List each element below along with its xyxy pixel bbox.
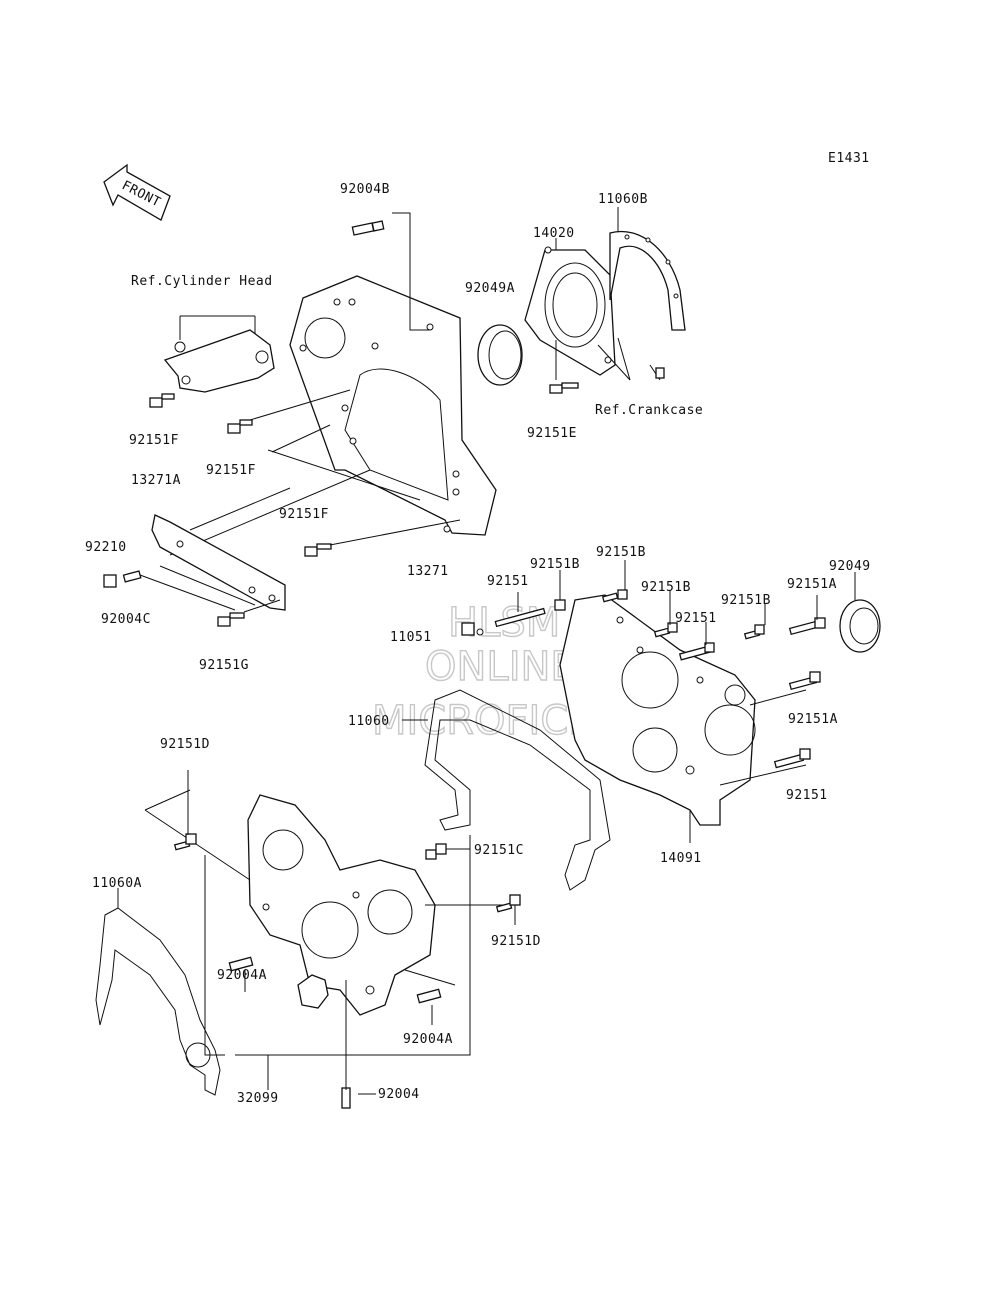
- gasket-11060: [424, 689, 611, 891]
- label-92004c: 92004C: [101, 612, 151, 627]
- oil-seal-92049a-icon: [477, 324, 523, 386]
- label-92210: 92210: [85, 540, 127, 555]
- label-13271: 13271: [407, 564, 449, 579]
- ref-cylinder-head-label: Ref.Cylinder Head: [131, 274, 273, 289]
- label-92151e: 92151E: [527, 426, 577, 441]
- bolt-92151g-icon: [217, 612, 245, 627]
- bolt-92151f-mid-icon: [227, 419, 253, 434]
- gasket-11060a: [95, 907, 221, 1096]
- stud-92004a-left-icon: [228, 956, 254, 972]
- clip-11051-icon: [461, 622, 484, 636]
- label-92151a-2: 92151A: [788, 712, 838, 727]
- label-92151f-mid: 92151F: [206, 463, 256, 478]
- bolt-92151d-bottom-icon: [495, 894, 521, 913]
- label-92151-3: 92151: [786, 788, 828, 803]
- bolt-92151f-left-icon: [149, 393, 175, 408]
- label-11051: 11051: [390, 630, 432, 645]
- label-92151g: 92151G: [199, 658, 249, 673]
- front-cover-32099: [247, 794, 436, 1016]
- label-92151f-lower: 92151F: [279, 507, 329, 522]
- front-arrow-icon: FRONT: [103, 163, 171, 221]
- label-92151d-bottom: 92151D: [491, 934, 541, 949]
- label-11060b: 11060B: [598, 192, 648, 207]
- oil-seal-92049-icon: [839, 599, 881, 653]
- label-92151b-3: 92151B: [641, 580, 691, 595]
- label-92004a-left: 92004A: [217, 968, 267, 983]
- label-32099: 32099: [237, 1091, 279, 1106]
- label-92151a-1: 92151A: [787, 577, 837, 592]
- gasket-11060b: [609, 230, 686, 331]
- diagram-code: E1431: [828, 151, 870, 166]
- label-92151b-2: 92151B: [530, 557, 580, 572]
- label-92151b-1: 92151B: [596, 545, 646, 560]
- nut-92210-icon: [103, 574, 117, 588]
- bolt-92151e-icon: [549, 382, 579, 394]
- gear-case-plate: [289, 275, 497, 536]
- label-ref-crankcase: Ref.Crankcase: [595, 403, 703, 418]
- gear-cover-14091: [559, 594, 756, 826]
- label-92004b: 92004B: [340, 182, 390, 197]
- label-92151f-left: 92151F: [129, 433, 179, 448]
- bracket-13271a: [151, 514, 286, 611]
- bolt-92151f-lower-icon: [304, 543, 332, 557]
- oil-pump-gear-icon: [297, 974, 329, 1009]
- label-92151d-top: 92151D: [160, 737, 210, 752]
- bolt-92151d-top-icon: [173, 833, 197, 851]
- watermark-line-2: ONLINE: [425, 644, 576, 690]
- label-13271a: 13271A: [131, 473, 181, 488]
- cylinder-head-bracket: [163, 329, 275, 393]
- part-labels: 92004B 11060B 14020 92049A Ref.Crankcase…: [85, 182, 871, 1106]
- label-92151-2: 92151: [675, 611, 717, 626]
- label-92151c: 92151C: [474, 843, 524, 858]
- stud-92004b-icon: [351, 220, 385, 236]
- bolts-92151-right-icon: [494, 589, 826, 769]
- label-92049a: 92049A: [465, 281, 515, 296]
- stud-92004c-icon: [122, 570, 142, 583]
- label-92004: 92004: [378, 1087, 420, 1102]
- label-92004a-right: 92004A: [403, 1032, 453, 1047]
- stud-92004a-right-icon: [416, 988, 442, 1004]
- label-11060a: 11060A: [92, 876, 142, 891]
- bolt-92151c-icon: [425, 843, 447, 860]
- label-92049: 92049: [829, 559, 871, 574]
- label-14091: 14091: [660, 851, 702, 866]
- stud-92004-icon: [341, 1087, 351, 1109]
- seal-housing-14020: [524, 246, 616, 376]
- label-11060: 11060: [348, 714, 390, 729]
- label-92151b-4: 92151B: [721, 593, 771, 608]
- label-92151-1: 92151: [487, 574, 529, 589]
- label-14020: 14020: [533, 226, 575, 241]
